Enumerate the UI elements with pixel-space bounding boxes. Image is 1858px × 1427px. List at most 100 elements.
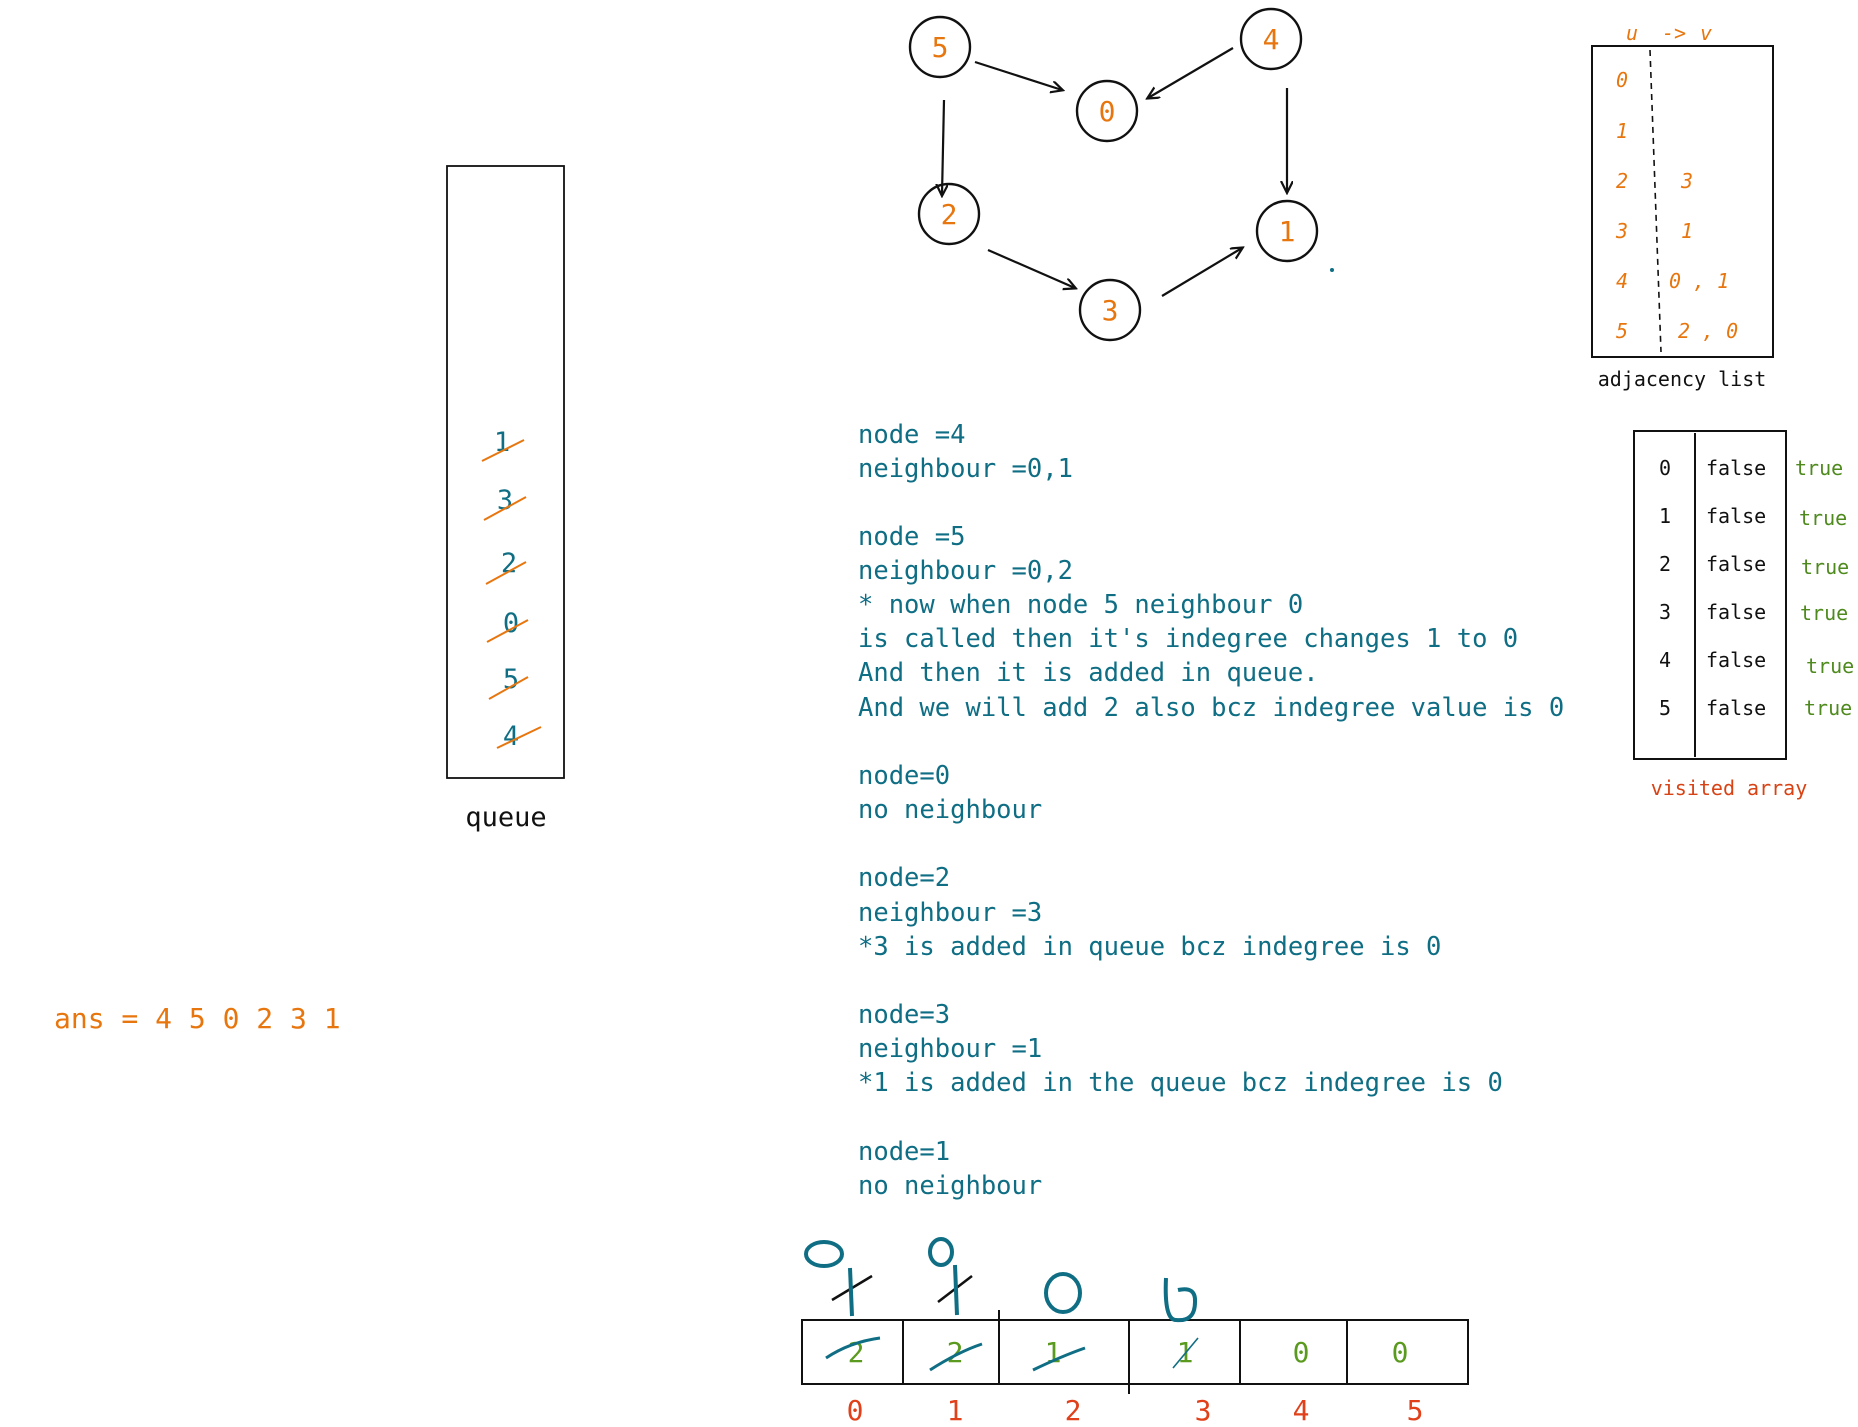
indegree-array: 2 2 1 1 0 0 0 1 2 3 4 5 [801, 1237, 1469, 1427]
notes: node =4 neighbour =0,1 node =5 neighbour… [858, 420, 1564, 1201]
note-line: And then it is added in queue. [858, 658, 1319, 688]
visited-caption: visited array [1651, 776, 1808, 800]
visited-initial-2: false [1706, 552, 1766, 576]
indegree-new-0 [804, 1240, 844, 1268]
graph-node-0: 0 [1075, 79, 1139, 143]
indegree-index-4: 4 [1293, 1394, 1310, 1427]
visited-updated-5: true [1804, 696, 1852, 720]
queue-item-5: 5 [503, 664, 519, 695]
graph-node-3-label: 3 [1102, 294, 1119, 327]
note-line: is called then it's indegree changes 1 t… [858, 624, 1518, 654]
queue-strike-1 [481, 439, 525, 462]
graph-node-5: 5 [908, 15, 972, 79]
note-line: neighbour =3 [858, 898, 1042, 928]
note-line: node=0 [858, 761, 950, 791]
adjacency-header-arrow: -> [1662, 21, 1686, 45]
visited-initial-5: false [1706, 696, 1766, 720]
queue-strike-2 [485, 561, 527, 585]
graph: 5 4 0 2 1 3 [908, 7, 1334, 342]
answer-text: ans = 4 5 0 2 3 1 [54, 1002, 341, 1035]
indegree-value-5: 0 [1392, 1336, 1409, 1369]
indegree-index-5: 5 [1407, 1394, 1424, 1427]
note-line: node=2 [858, 863, 950, 893]
indegree-new-1 [928, 1237, 954, 1267]
edge-5-2 [942, 99, 944, 195]
note-line: no neighbour [858, 795, 1042, 825]
visited-index-5: 5 [1659, 696, 1671, 720]
visited-index-2: 2 [1659, 552, 1671, 576]
queue-strike-0 [486, 619, 529, 643]
visited-updated-2: true [1801, 555, 1849, 579]
queue-item-1: 1 [494, 427, 510, 458]
visited-updated-3: true [1800, 601, 1848, 625]
indegree-strike-0 [825, 1336, 881, 1360]
queue-strike-4 [496, 726, 542, 749]
graph-node-4: 4 [1239, 7, 1303, 71]
graph-node-2-label: 2 [941, 198, 958, 231]
queue: 1 3 2 0 5 4 queue [446, 165, 565, 833]
visited-index-1: 1 [1659, 504, 1671, 528]
indegree-index-1: 1 [947, 1394, 964, 1427]
indegree-strike-3 [1172, 1337, 1199, 1369]
graph-node-0-label: 0 [1099, 95, 1116, 128]
adjacency-v-4: 0 , 1 [1669, 269, 1729, 293]
graph-node-2: 2 [917, 182, 981, 246]
indegree-strike-1 [929, 1342, 983, 1372]
indegree-value-1: 2 [947, 1336, 964, 1369]
queue-strike-3 [483, 496, 527, 521]
indegree-cross-mark [848, 1267, 854, 1317]
visited-initial-4: false [1706, 648, 1766, 672]
visited-index-4: 4 [1659, 648, 1671, 672]
visited-initial-0: false [1706, 456, 1766, 480]
note-line: And we will add 2 also bcz indegree valu… [858, 693, 1564, 723]
indegree-cross-mark [953, 1264, 959, 1316]
graph-node-5-label: 5 [932, 31, 949, 64]
queue-caption: queue [465, 802, 546, 833]
adjacency-header-u: u [1626, 21, 1638, 45]
adjacency-list: u -> v 0 1 2 3 3 1 4 0 , 1 5 2 , 0 adjac… [1591, 21, 1774, 391]
adjacency-u-2: 2 [1616, 169, 1628, 193]
note-line: neighbour =0,1 [858, 454, 1073, 484]
edge-5-0 [974, 60, 1062, 90]
adjacency-divider [1649, 49, 1662, 353]
visited-initial-3: false [1706, 600, 1766, 624]
note-line: no neighbour [858, 1171, 1042, 1201]
adjacency-box [1591, 45, 1774, 358]
edge-2-3 [987, 248, 1075, 288]
note-line: node=1 [858, 1137, 950, 1167]
visited-array: 0 false true 1 false true 2 false true 3… [1633, 430, 1854, 800]
indegree-index-3: 3 [1195, 1394, 1212, 1427]
queue-item-2: 2 [501, 548, 517, 579]
graph-node-1: 1 [1255, 199, 1319, 263]
adjacency-u-0: 0 [1616, 68, 1628, 92]
visited-box [1633, 430, 1787, 760]
adjacency-v-5: 2 , 0 [1678, 319, 1738, 343]
note-line: * now when node 5 neighbour 0 [858, 590, 1303, 620]
edge-3-1 [1161, 248, 1242, 297]
visited-index-3: 3 [1659, 600, 1671, 624]
edge-4-0 [1148, 47, 1234, 98]
queue-box [446, 165, 565, 779]
graph-node-3: 3 [1078, 278, 1142, 342]
visited-updated-1: true [1799, 506, 1847, 530]
note-line: node =5 [858, 522, 965, 552]
note-line: *1 is added in the queue bcz indegree is… [858, 1068, 1503, 1098]
visited-updated-4: true [1806, 654, 1854, 678]
adjacency-u-4: 4 [1616, 269, 1628, 293]
note-line: neighbour =0,2 [858, 556, 1073, 586]
note-line: *3 is added in queue bcz indegree is 0 [858, 932, 1441, 962]
adjacency-header-v: v [1700, 21, 1712, 45]
visited-initial-1: false [1706, 504, 1766, 528]
adjacency-caption: adjacency list [1598, 367, 1767, 391]
indegree-value-4: 0 [1293, 1336, 1310, 1369]
adjacency-v-3: 1 [1681, 219, 1693, 243]
note-line: neighbour =1 [858, 1034, 1042, 1064]
indegree-strike-2 [1032, 1346, 1086, 1372]
visited-updated-0: true [1795, 456, 1843, 480]
queue-item-3: 3 [497, 485, 513, 516]
indegree-box [801, 1319, 1469, 1385]
note-line: node=3 [858, 1000, 950, 1030]
stray-dot [1330, 268, 1334, 272]
indegree-value-2: 1 [1045, 1336, 1062, 1369]
